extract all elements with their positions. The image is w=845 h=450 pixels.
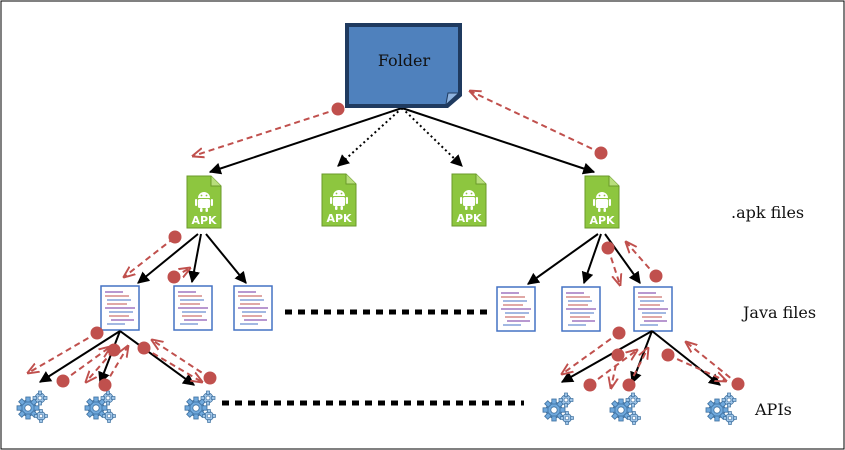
folder-label: Folder xyxy=(378,51,431,70)
edge-folder-apk4 xyxy=(401,107,596,175)
apk-files-label: .apk files xyxy=(731,203,804,222)
folder-to-apk-edges xyxy=(208,107,596,175)
edge-folder-apk3 xyxy=(401,107,463,167)
apk-badge: APK xyxy=(589,214,615,227)
folder-node: Folder xyxy=(345,23,462,108)
java-file-4 xyxy=(496,286,536,332)
apk-badge: APK xyxy=(326,212,352,225)
backtrack-dots xyxy=(56,102,745,392)
apk-file-2: APK xyxy=(321,173,357,227)
apk-badge: APK xyxy=(191,214,217,227)
java-files-label: Java files xyxy=(741,303,816,322)
backtrack-arrows xyxy=(28,91,739,388)
java-file-2 xyxy=(173,285,213,331)
apk-badge: APK xyxy=(456,212,482,225)
apk-file-4: APK xyxy=(584,175,620,229)
apk-file-1: APK xyxy=(186,175,222,229)
java-file-6 xyxy=(633,286,673,332)
edge-folder-apk1 xyxy=(208,107,403,175)
java-file-5 xyxy=(561,286,601,332)
apk-file-3: APK xyxy=(451,173,487,227)
edge-folder-apk2 xyxy=(337,107,403,167)
apis-label: APIs xyxy=(754,400,792,419)
java-file-1 xyxy=(100,285,140,331)
java-file-3 xyxy=(233,285,273,331)
